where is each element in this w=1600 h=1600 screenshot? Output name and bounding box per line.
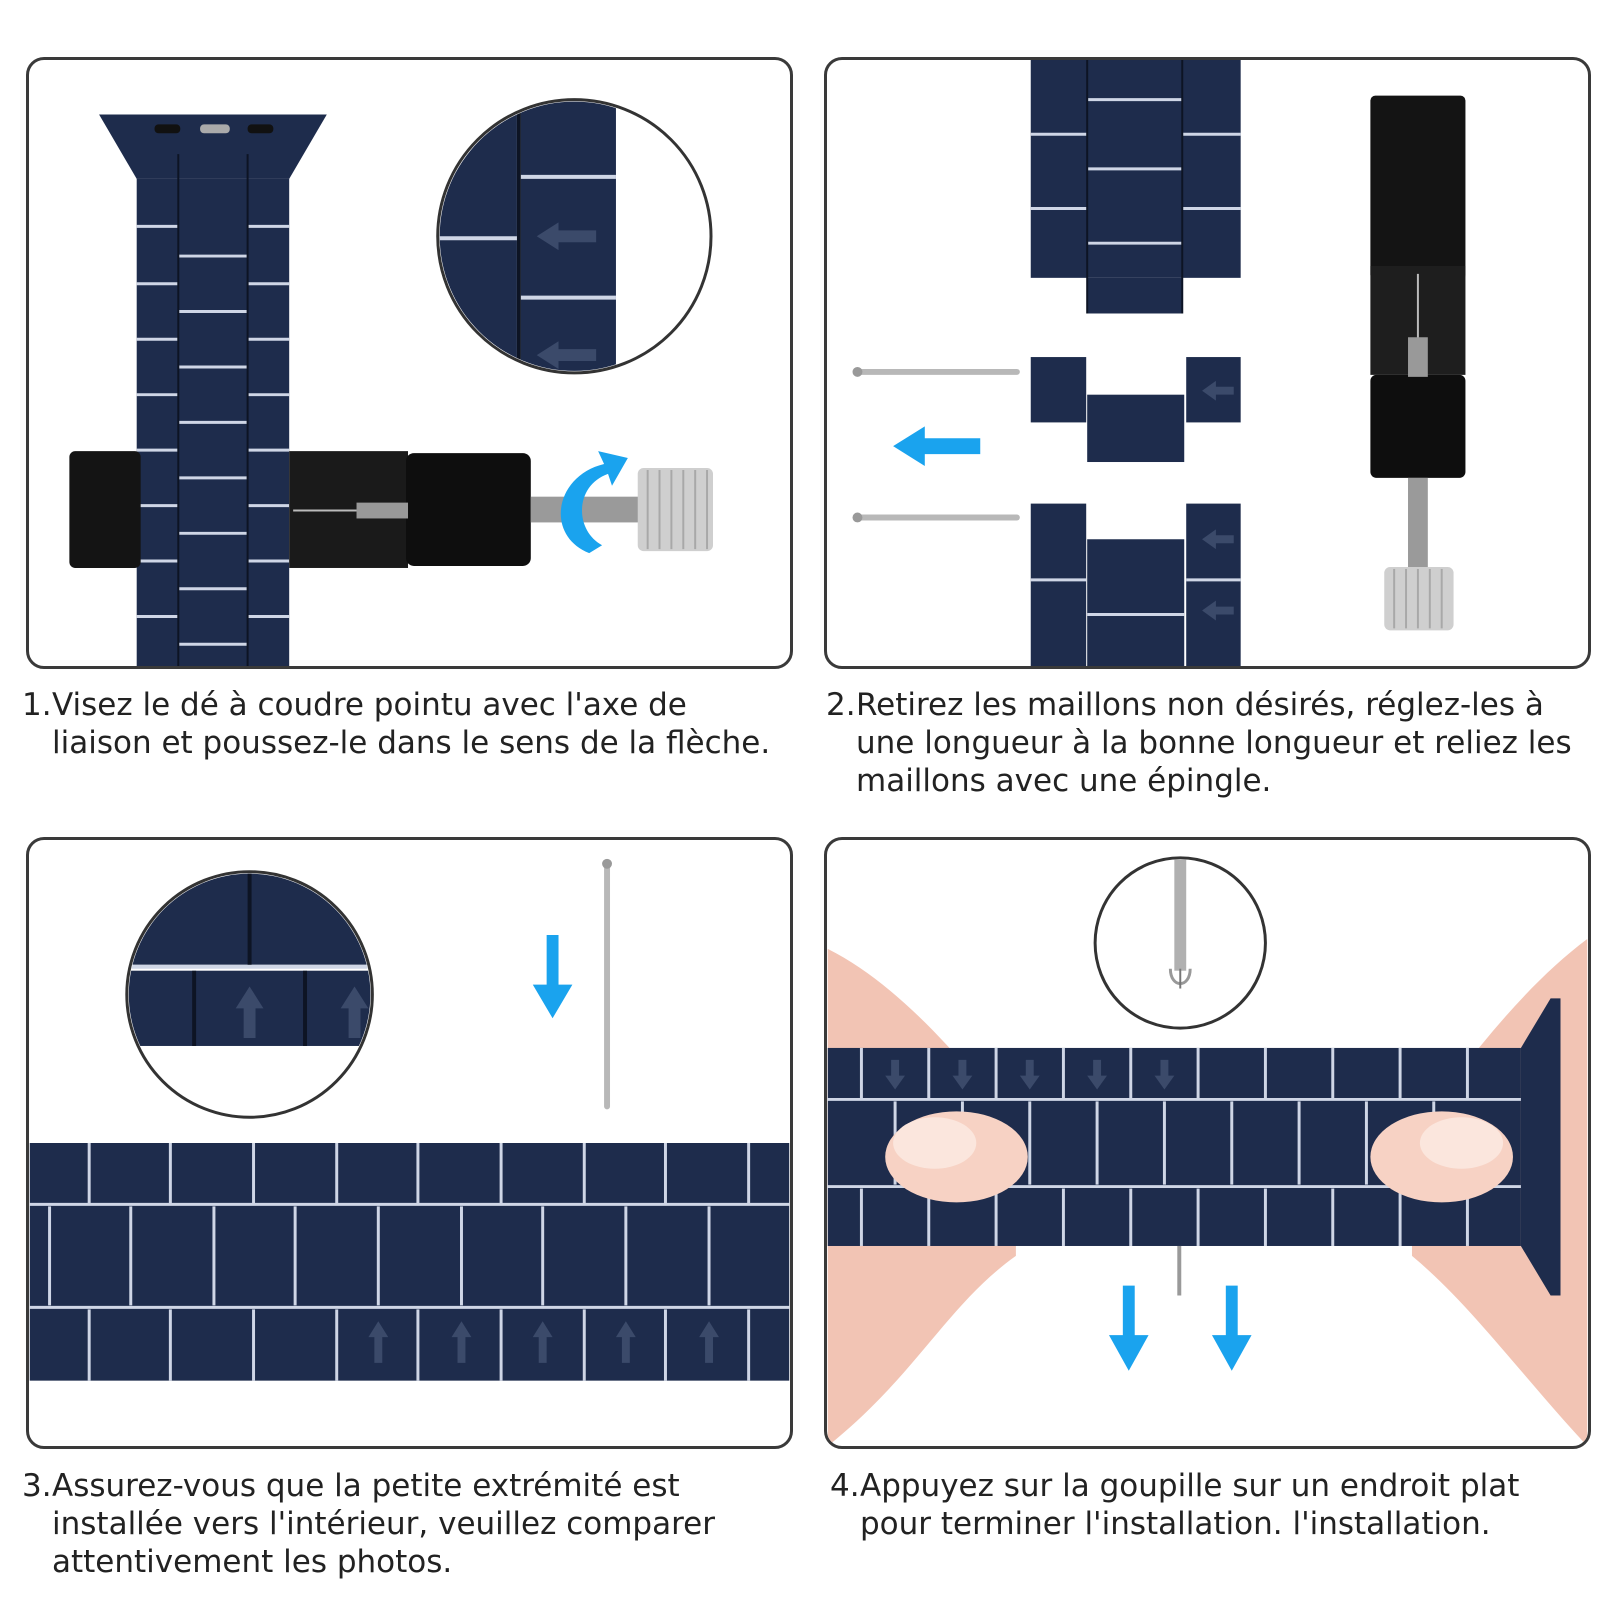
step-3-drawing	[29, 858, 790, 1381]
step-text: Assurez-vous que la petite extrémité est…	[52, 1468, 715, 1580]
step-3-caption: 3. Assurez-vous que la petite extrémité …	[22, 1467, 792, 1581]
band-segment-top	[1030, 60, 1241, 314]
tool-screw	[530, 496, 640, 523]
pin-icon	[602, 858, 612, 1110]
down-arrow-icon	[1087, 1059, 1107, 1090]
left-arrow-icon	[893, 426, 981, 466]
up-arrow-icon	[615, 1321, 636, 1363]
direction-arrow-icon	[536, 341, 597, 369]
rotate-arrow-icon	[560, 451, 628, 554]
right-thumbnail	[1419, 1117, 1504, 1169]
down-arrow-icon	[532, 935, 573, 1019]
watch-connector	[1520, 998, 1561, 1296]
metal-band-vertical	[136, 154, 290, 666]
direction-arrow-icon	[536, 222, 597, 251]
down-arrow-icon	[1211, 1285, 1252, 1371]
step-4-caption: 4. Appuyez sur la goupille sur un endroi…	[830, 1467, 1600, 1543]
step-number: 4.	[830, 1468, 860, 1504]
step-1-drawing	[69, 98, 713, 666]
step-text: Retirez les maillons non désirés, réglez…	[856, 687, 1572, 799]
step-text: Visez le dé à coudre pointu avec l'axe d…	[52, 687, 771, 761]
up-arrow-icon	[451, 1321, 472, 1363]
step-1-caption: 1. Visez le dé à coudre pointu avec l'ax…	[22, 686, 782, 762]
down-arrow-icon	[1154, 1059, 1175, 1090]
tool-knob	[637, 467, 713, 552]
pin-icon	[1177, 1245, 1182, 1296]
step-1-illustration	[26, 57, 793, 669]
up-arrow-icon	[532, 1321, 553, 1363]
step-text: Appuyez sur la goupille sur un endroit p…	[860, 1468, 1520, 1542]
up-arrow-icon	[699, 1321, 719, 1363]
step-2-caption: 2. Retirez les maillons non désirés, rég…	[826, 686, 1596, 800]
step-4-drawing	[827, 856, 1588, 1446]
up-arrow-icon	[340, 986, 369, 1039]
up-arrow-icon	[368, 1321, 389, 1363]
connector-button-icon	[200, 124, 230, 134]
link-removal-tool	[69, 451, 713, 568]
removed-link	[1030, 357, 1241, 463]
direction-arrow-icon	[1202, 380, 1234, 401]
pin-icon	[852, 366, 1020, 377]
pin-tip-icon	[1168, 859, 1192, 989]
direction-arrow-icon	[1202, 529, 1234, 550]
direction-arrow-icon	[1202, 600, 1234, 621]
down-arrow-icon	[1108, 1285, 1149, 1371]
step-number: 3.	[22, 1468, 52, 1504]
connector-button-icon	[154, 124, 181, 134]
metal-band-horizontal	[29, 1143, 790, 1381]
up-arrow-icon	[235, 986, 264, 1039]
step-3-illustration	[26, 837, 793, 1449]
step-2-illustration	[824, 57, 1591, 669]
step-number: 1.	[22, 687, 52, 723]
pin-icon	[852, 512, 1020, 523]
step-4-illustration	[824, 837, 1591, 1449]
step-number: 2.	[826, 687, 856, 723]
down-arrow-icon	[1019, 1059, 1040, 1090]
step-2-drawing	[852, 60, 1466, 666]
connector-button-icon	[247, 124, 274, 134]
down-arrow-icon	[885, 1059, 905, 1090]
down-arrow-icon	[952, 1059, 973, 1090]
link-removal-tool	[1370, 95, 1466, 631]
band-segment-bottom	[1030, 503, 1241, 666]
left-thumbnail	[893, 1117, 977, 1169]
